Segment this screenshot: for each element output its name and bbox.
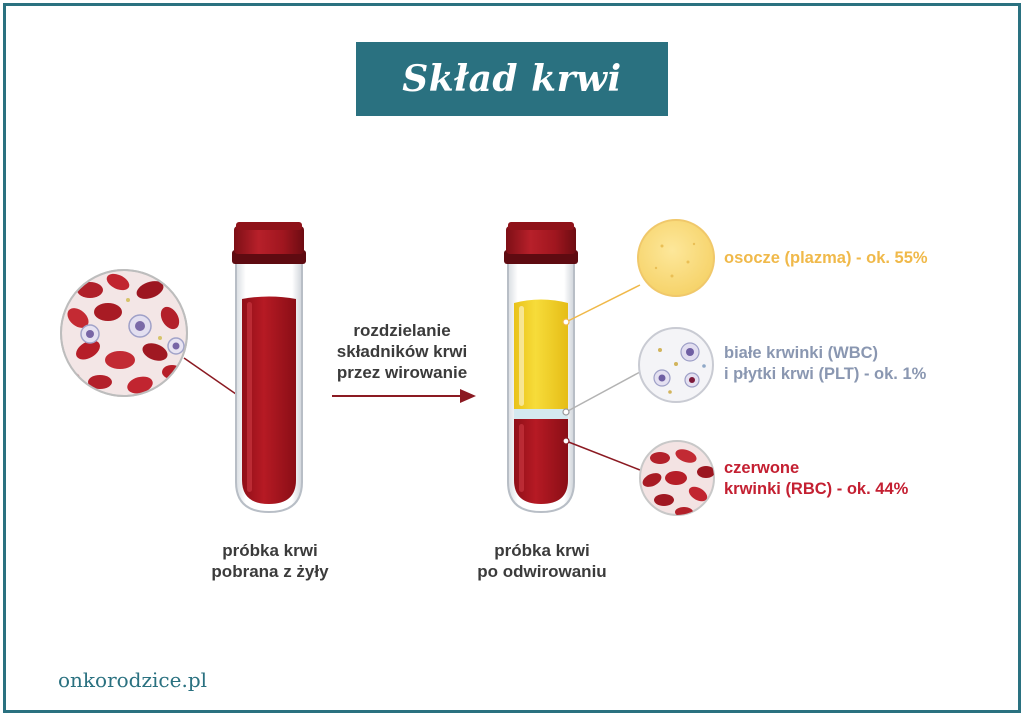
- plasma-magnified-icon: [637, 219, 715, 297]
- rbc-magnified-icon: [639, 440, 715, 516]
- arrow-caption-line-1: rozdzielanie: [353, 321, 451, 340]
- tube-after-caption: próbka krwi po odwirowaniu: [462, 540, 622, 582]
- wbc-label: białe krwinki (WBC) i płytki krwi (PLT) …: [724, 343, 926, 385]
- tube-before-caption-line-2: pobrana z żyły: [211, 562, 329, 581]
- tube-before-caption-line-1: próbka krwi: [222, 541, 318, 560]
- tube-before-caption: próbka krwi pobrana z żyły: [190, 540, 350, 582]
- rbc-layer: [514, 419, 568, 504]
- blood-tube-after: [504, 222, 578, 514]
- buffy-coat-layer: [514, 409, 568, 419]
- pointer-line-plasma: [565, 284, 641, 323]
- pointer-dot-plasma: [562, 318, 570, 326]
- arrow-caption-line-2: składników krwi: [336, 342, 468, 361]
- arrow-caption: rozdzielanie składników krwi przez wirow…: [322, 320, 482, 383]
- border-frame: [3, 3, 1021, 713]
- centrifuge-arrow: [332, 389, 476, 403]
- whole-blood-magnified-icon: [60, 269, 188, 397]
- plasma-label: osocze (plazma) - ok. 55%: [724, 249, 928, 267]
- wbc-platelets-magnified-icon: [638, 327, 714, 403]
- page-title: Skład krwi: [402, 58, 622, 100]
- pointer-line-wbc: [565, 371, 641, 413]
- pointer-line-rbc: [565, 440, 641, 471]
- rbc-label-line-2: krwinki (RBC) - ok. 44%: [724, 480, 909, 498]
- footer-brand[interactable]: onkorodzice.pl: [58, 668, 208, 692]
- rbc-label: czerwone krwinki (RBC) - ok. 44%: [724, 458, 908, 500]
- plasma-layer: [514, 299, 568, 410]
- rbc-label-line-1: czerwone: [724, 459, 800, 477]
- blood-tube-before: [232, 222, 306, 514]
- pointer-dot-rbc: [562, 437, 570, 445]
- title-banner: Skład krwi: [356, 42, 668, 116]
- pointer-dot-wbc: [562, 408, 570, 416]
- tube-after-caption-line-2: po odwirowaniu: [477, 562, 607, 581]
- arrow-caption-line-3: przez wirowanie: [336, 363, 468, 382]
- wbc-label-line-2: i płytki krwi (PLT) - ok. 1%: [724, 365, 927, 383]
- wbc-label-line-1: białe krwinki (WBC): [724, 344, 879, 362]
- tube-after-caption-line-1: próbka krwi: [494, 541, 590, 560]
